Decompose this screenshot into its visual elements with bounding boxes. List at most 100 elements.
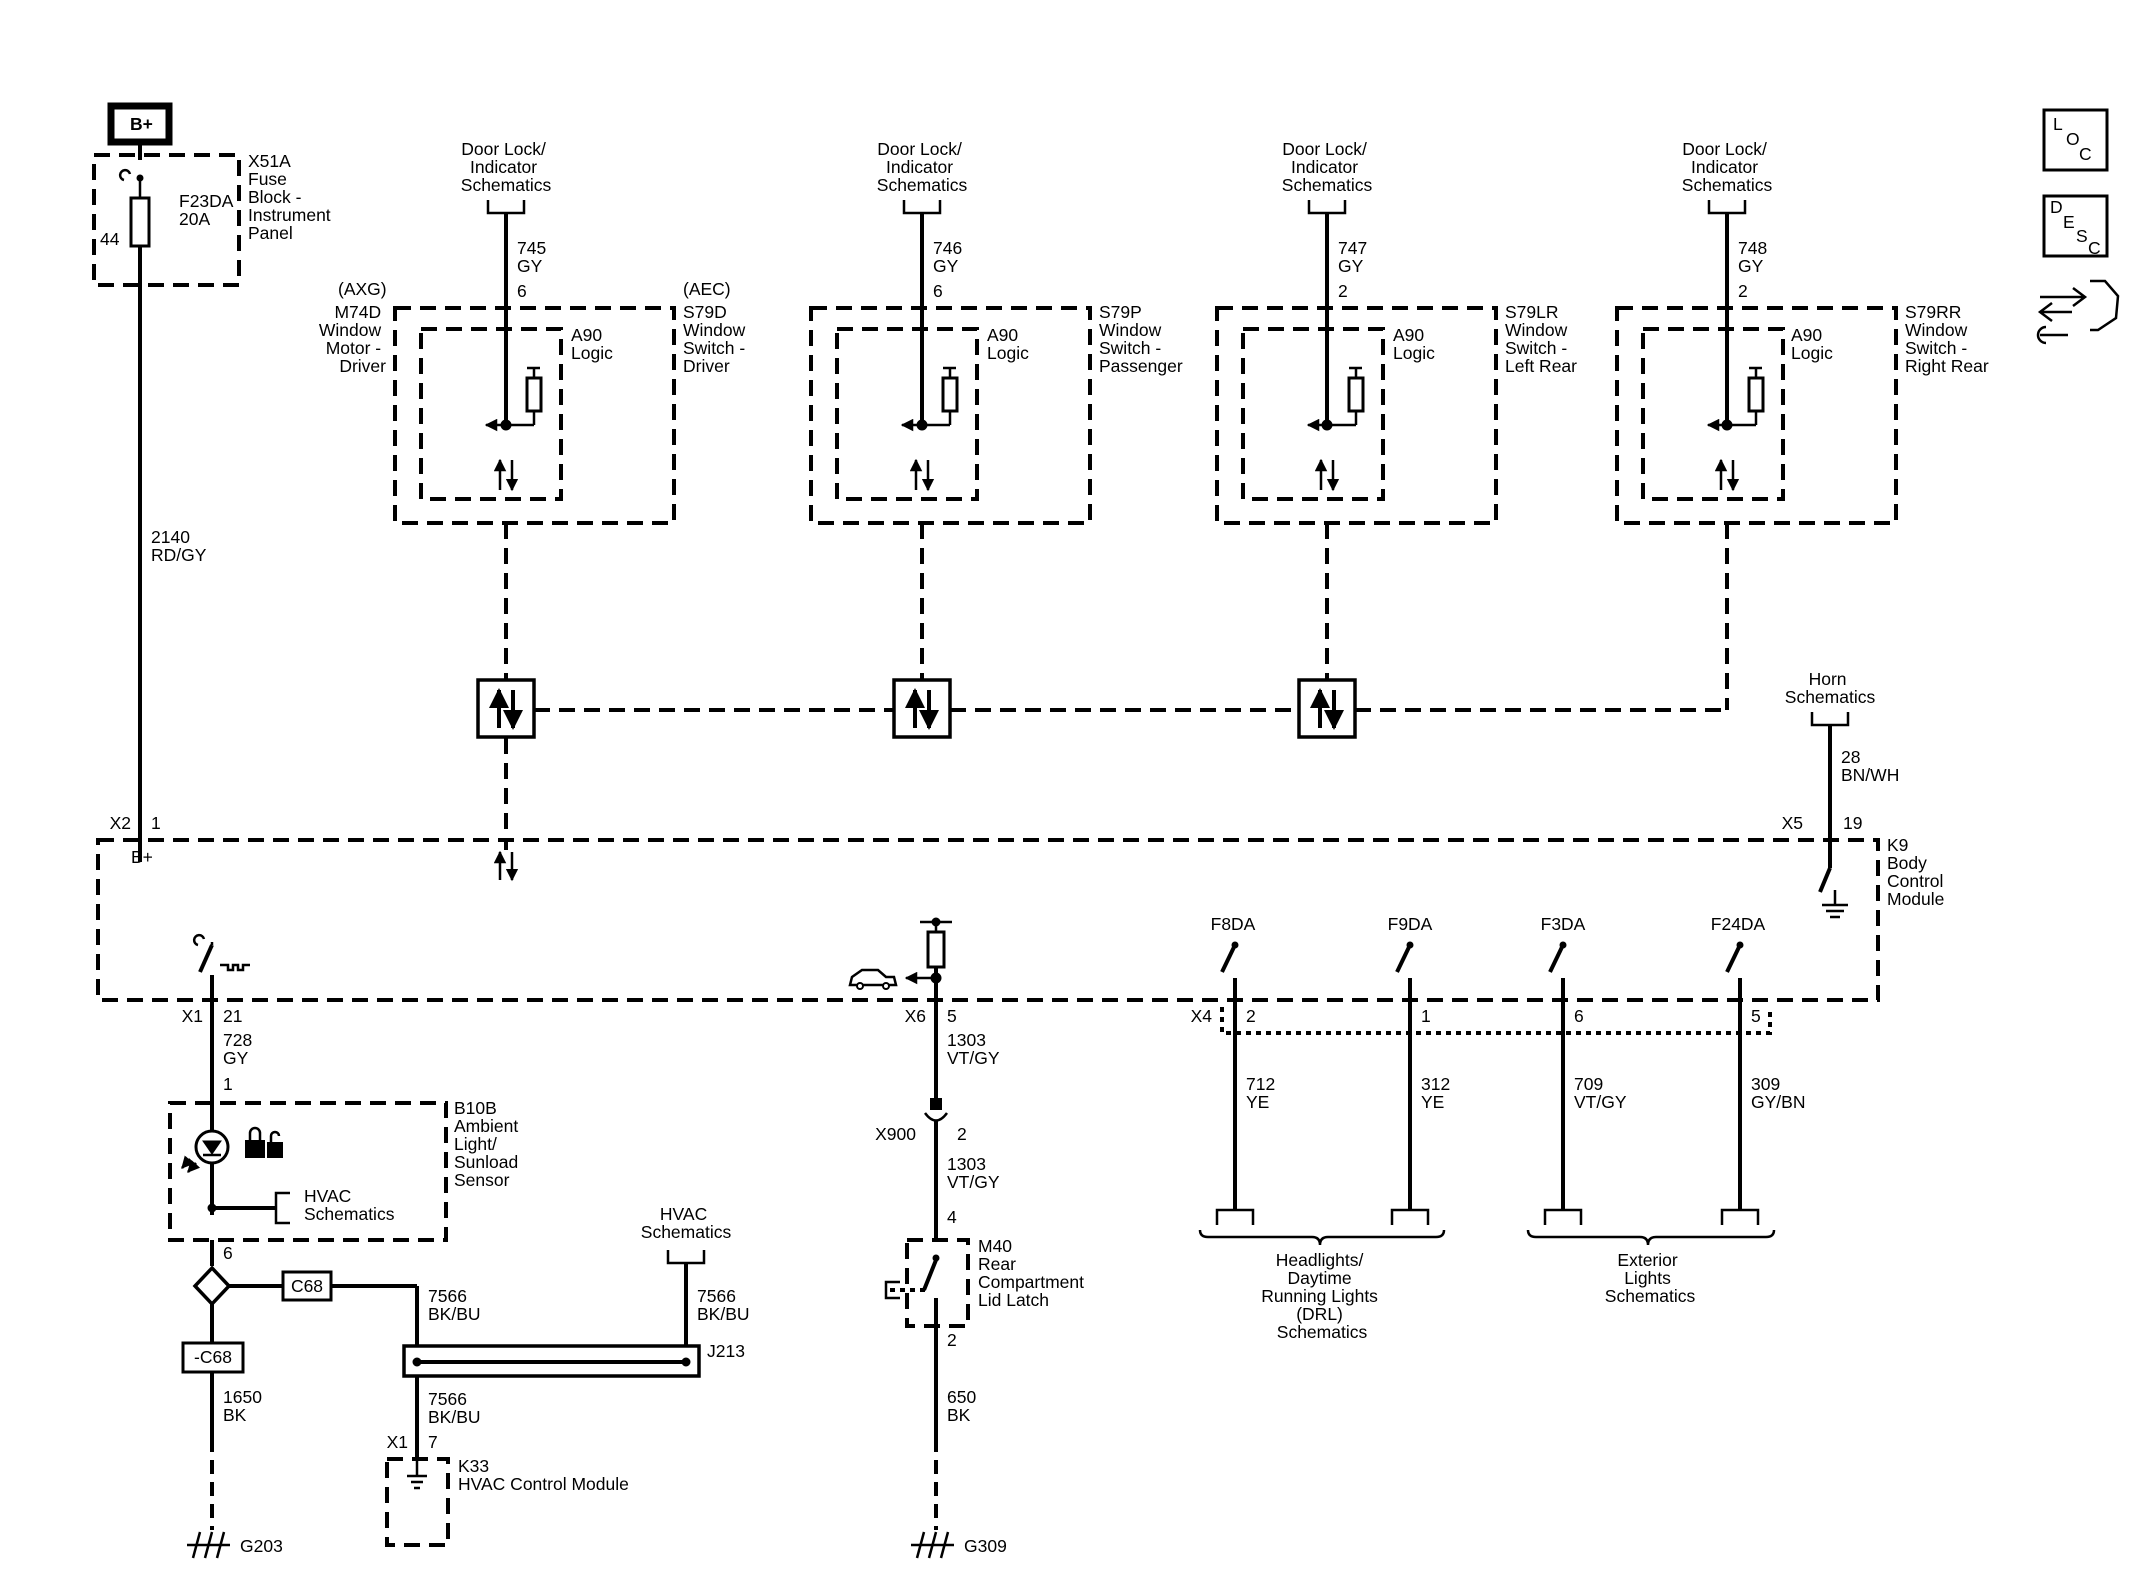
fuse-block-outline: [92, 153, 241, 287]
motor-name: M74D Window Motor - Driver: [319, 302, 386, 376]
fuse-block-name: X51A Fuse Block - Instrument Panel: [248, 151, 336, 243]
svg-text:D: D: [2050, 197, 2063, 217]
window-switch-driver: Door Lock/ Indicator Schematics 745 GY 6…: [319, 139, 750, 525]
svg-text:X1: X1: [182, 1006, 203, 1026]
svg-text:X4: X4: [1191, 1006, 1213, 1026]
door-lock-schematics-link[interactable]: Door Lock/ Indicator Schematics: [1282, 139, 1373, 195]
switch-name: S79RR Window Switch - Right Rear: [1905, 302, 1989, 376]
svg-text:6: 6: [1574, 1006, 1584, 1026]
trunk-circuit-label: 1303 VT/GY: [947, 1030, 1000, 1068]
shield-circuit-label: 7566 BK/BU: [428, 1286, 481, 1324]
light-circuit-label: 712 YE: [1246, 1074, 1280, 1112]
bcm-output-f3da: F3DA: [1541, 914, 1586, 1210]
exterior-lights-schematics-link[interactable]: Exterior Lights Schematics: [1605, 1250, 1696, 1306]
shield-lower-circuit-label: 7566 BK/BU: [428, 1389, 481, 1427]
fuse-label: F23DA 20A: [179, 191, 237, 229]
bcm-output-f8da: F8DA: [1211, 914, 1256, 1210]
logic-label: A90 Logic: [1791, 325, 1833, 363]
circuit-label: 747 GY 2: [1338, 238, 1372, 301]
battery-positive-label: B+: [130, 114, 153, 134]
desc-button[interactable]: D E S C: [2042, 194, 2109, 258]
fuse-pin: 44: [100, 229, 120, 249]
svg-text:7: 7: [428, 1432, 438, 1452]
data-transceiver-icon: [476, 678, 536, 739]
serial-data-network: [476, 523, 1729, 882]
svg-text:21: 21: [223, 1006, 242, 1026]
bcm-output-f24da: F24DA: [1711, 914, 1766, 1210]
circuit-label: 746 GY 6: [933, 238, 967, 301]
light-circuit-label: 709 VT/GY: [1574, 1074, 1627, 1112]
switch-name: S79P Window Switch - Passenger: [1099, 302, 1183, 376]
trunk-circuit2-label: 1303 VT/GY: [947, 1154, 1000, 1192]
option-aec: (AEC): [683, 279, 731, 299]
ground-name: G203: [240, 1536, 283, 1556]
j213-label: J213: [707, 1341, 745, 1361]
ambient-circuit-label: 728 GY 1: [223, 1030, 257, 1094]
svg-text:4: 4: [947, 1207, 957, 1227]
headlights-bracket: [1198, 1229, 1446, 1246]
svg-text:C: C: [2079, 144, 2092, 164]
svg-text:C: C: [2088, 238, 2101, 258]
door-lock-schematics-link[interactable]: Door Lock/ Indicator Schematics: [877, 139, 968, 195]
latch-actuator: [884, 1280, 900, 1300]
sunload-lock-icon: [245, 1126, 283, 1158]
chassis-ground-icon: [187, 1531, 230, 1559]
svg-text:5: 5: [1751, 1006, 1761, 1026]
svg-text:X6: X6: [905, 1006, 926, 1026]
plug-wrench-icon[interactable]: [2036, 279, 2120, 345]
svg-text:L: L: [2053, 114, 2063, 134]
body-control-module: [96, 838, 1880, 1002]
svg-text:2: 2: [957, 1124, 967, 1144]
svg-text:19: 19: [1843, 813, 1862, 833]
switch-name: S79D Window Switch - Driver: [683, 302, 750, 376]
logic-label: A90 Logic: [987, 325, 1029, 363]
horn-schematics-link[interactable]: Horn Schematics: [1785, 669, 1876, 707]
data-transceiver-icon: [1297, 678, 1357, 739]
hvac-control-module: [385, 1457, 450, 1547]
inline-connector-pin: [930, 1098, 942, 1110]
svg-text:X1: X1: [387, 1432, 408, 1452]
shield-circuit-label: 7566 BK/BU: [697, 1286, 750, 1324]
door-lock-schematics-link[interactable]: Door Lock/ Indicator Schematics: [1682, 139, 1773, 195]
svg-text:-C68: -C68: [194, 1347, 232, 1367]
bcm-name: K9 Body Control Module: [1887, 835, 1948, 909]
fuse-f23da: [129, 196, 151, 248]
svg-text:E: E: [2063, 212, 2075, 232]
hvac-module-name: K33 HVAC Control Module: [458, 1456, 629, 1494]
trunk-ground-label: 650 BK: [947, 1387, 981, 1425]
ambient-light-sensor: [168, 1101, 448, 1242]
ambient-sensor-name: B10B Ambient Light/ Sunload Sensor: [454, 1098, 523, 1190]
headlights-schematics-link[interactable]: Headlights/ Daytime Running Lights (DRL)…: [1261, 1250, 1383, 1342]
svg-text:C68: C68: [291, 1276, 323, 1296]
window-switch-passenger: Door Lock/ Indicator Schematics 746 GY 6…: [809, 139, 1183, 525]
svg-text:O: O: [2066, 129, 2080, 149]
main-feed-label: 2140 RD/GY: [151, 527, 207, 565]
option-axg: (AXG): [338, 279, 387, 299]
horn-circuit-label: 28 BN/WH: [1841, 747, 1899, 785]
switch-name: S79LR Window Switch - Left Rear: [1505, 302, 1577, 376]
logic-label: A90 Logic: [571, 325, 613, 363]
hvac-schematics-link[interactable]: HVAC Schematics: [304, 1186, 395, 1224]
svg-text:F8DA: F8DA: [1211, 914, 1256, 934]
horn-circuit: Horn Schematics 28 BN/WH X5 19: [1782, 669, 1899, 919]
svg-text:1: 1: [1421, 1006, 1431, 1026]
svg-text:F3DA: F3DA: [1541, 914, 1586, 934]
trunk-release-output: [848, 917, 952, 1100]
svg-text:1: 1: [151, 813, 161, 833]
photodiode-icon: [181, 1129, 230, 1173]
ground-circuit-label: 1650 BK: [223, 1387, 267, 1425]
hvac-shield-schematics-link[interactable]: HVAC Schematics: [641, 1204, 732, 1242]
inline-connector-label: X900: [875, 1124, 916, 1144]
svg-text:F24DA: F24DA: [1711, 914, 1766, 934]
light-circuit-label: 312 YE: [1421, 1074, 1455, 1112]
battery-positive-box: [107, 102, 173, 146]
door-lock-schematics-link[interactable]: Door Lock/ Indicator Schematics: [461, 139, 552, 195]
logic-label: A90 Logic: [1393, 325, 1435, 363]
circuit-label: 748 GY 2: [1738, 238, 1772, 301]
trunk-latch-name: M40 Rear Compartment Lid Latch: [978, 1236, 1089, 1310]
bcm-fused-outputs: F8DA F9DA F3DA F24DA: [1211, 914, 1766, 1210]
loc-button[interactable]: L O C: [2042, 108, 2109, 172]
chassis-ground-icon: [911, 1531, 954, 1559]
splice-diamond: [192, 1265, 232, 1307]
svg-text:2: 2: [947, 1330, 957, 1350]
